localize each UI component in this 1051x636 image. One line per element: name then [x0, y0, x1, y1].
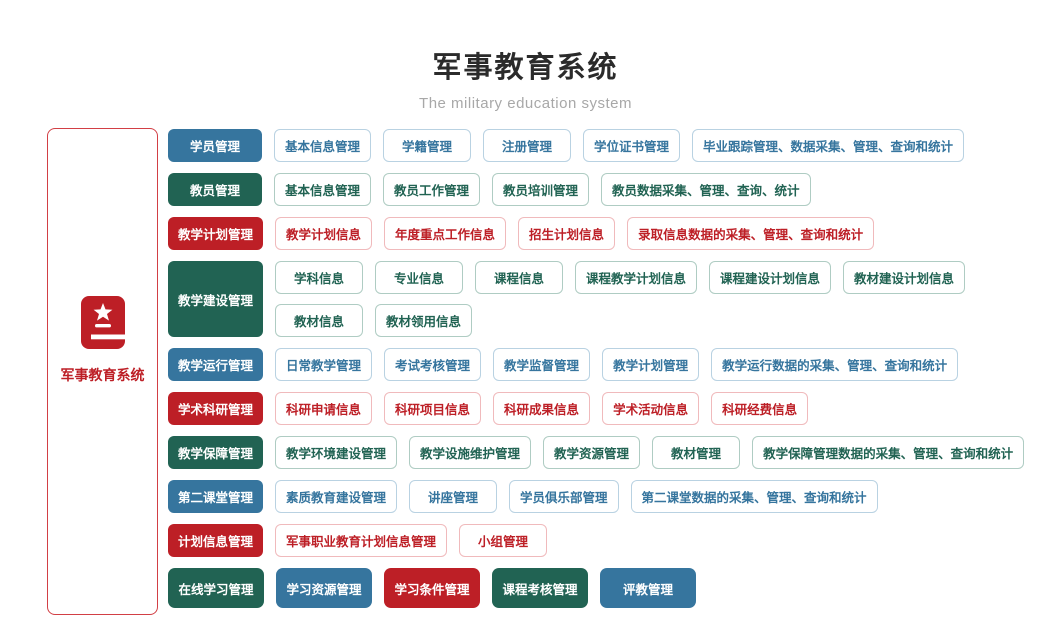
item-second-class-3-button[interactable]: 第二课堂数据的采集、管理、查询和统计: [630, 480, 878, 513]
row-student: 学员管理基本信息管理学籍管理注册管理学位证书管理毕业跟踪管理、数据采集、管理、查…: [168, 129, 1024, 162]
item-construction-0-5-button[interactable]: 教材建设计划信息: [843, 261, 966, 294]
item-faculty-0-button[interactable]: 基本信息管理: [274, 173, 372, 206]
rows: 学员管理基本信息管理学籍管理注册管理学位证书管理毕业跟踪管理、数据采集、管理、查…: [168, 129, 1025, 619]
row-construction: 教学建设管理学科信息专业信息课程信息课程教学计划信息课程建设计划信息教材建设计划…: [168, 261, 1024, 337]
item-construction-1-1-button[interactable]: 教材领用信息: [375, 304, 473, 337]
item-plan-info-0-button[interactable]: 军事职业教育计划信息管理: [275, 524, 448, 557]
system-root-content: 军事教育系统: [61, 296, 145, 385]
category-plan-info-button[interactable]: 计划信息管理: [168, 524, 264, 557]
category-online-learning-button[interactable]: 在线学习管理: [168, 568, 264, 608]
item-faculty-2-button[interactable]: 教员培训管理: [492, 173, 590, 206]
category-student-button[interactable]: 学员管理: [168, 129, 262, 162]
item-operation-2-button[interactable]: 教学监督管理: [493, 348, 591, 381]
item-construction-0-2-button[interactable]: 课程信息: [475, 261, 564, 294]
category-second-class-button[interactable]: 第二课堂管理: [168, 480, 264, 513]
item-second-class-1-button[interactable]: 讲座管理: [409, 480, 498, 513]
item-student-2-button[interactable]: 注册管理: [483, 129, 572, 162]
item-online-learning-0-button[interactable]: 学习资源管理: [276, 568, 372, 608]
item-support-3-button[interactable]: 教材管理: [652, 436, 741, 469]
category-faculty-button[interactable]: 教员管理: [168, 173, 262, 206]
item-online-learning-3-button[interactable]: 评教管理: [600, 568, 696, 608]
item-online-learning-1-button[interactable]: 学习条件管理: [384, 568, 480, 608]
item-construction-0-0-button[interactable]: 学科信息: [275, 261, 364, 294]
item-support-1-button[interactable]: 教学设施维护管理: [409, 436, 532, 469]
item-operation-0-button[interactable]: 日常教学管理: [275, 348, 373, 381]
system-root-label: 军事教育系统: [60, 367, 145, 383]
item-online-learning-2-button[interactable]: 课程考核管理: [492, 568, 588, 608]
category-support-button[interactable]: 教学保障管理: [168, 436, 264, 469]
item-teaching-plan-0-button[interactable]: 教学计划信息: [275, 217, 373, 250]
item-second-class-0-button[interactable]: 素质教育建设管理: [275, 480, 398, 513]
item-construction-0-4-button[interactable]: 课程建设计划信息: [709, 261, 832, 294]
category-operation-button[interactable]: 教学运行管理: [168, 348, 264, 381]
item-construction-1-0-button[interactable]: 教材信息: [275, 304, 364, 337]
category-teaching-plan-button[interactable]: 教学计划管理: [168, 217, 264, 250]
item-research-4-button[interactable]: 科研经费信息: [711, 392, 809, 425]
item-research-2-button[interactable]: 科研成果信息: [493, 392, 591, 425]
item-support-4-button[interactable]: 教学保障管理数据的采集、管理、查询和统计: [752, 436, 1025, 469]
row-research: 学术科研管理科研申请信息科研项目信息科研成果信息学术活动信息科研经费信息: [168, 392, 1024, 425]
page-title: 军事教育系统: [432, 52, 619, 84]
item-lines: 学科信息专业信息课程信息课程教学计划信息课程建设计划信息教材建设计划信息教材信息…: [275, 261, 966, 337]
item-second-class-2-button[interactable]: 学员俱乐部管理: [509, 480, 619, 513]
row-faculty: 教员管理基本信息管理教员工作管理教员培训管理教员数据采集、管理、查询、统计: [168, 173, 1024, 206]
item-student-3-button[interactable]: 学位证书管理: [583, 129, 681, 162]
item-student-0-button[interactable]: 基本信息管理: [274, 129, 372, 162]
item-teaching-plan-3-button[interactable]: 录取信息数据的采集、管理、查询和统计: [627, 217, 875, 250]
item-support-0-button[interactable]: 教学环境建设管理: [275, 436, 398, 469]
row-plan-info: 计划信息管理军事职业教育计划信息管理小组管理: [168, 524, 1024, 557]
item-support-2-button[interactable]: 教学资源管理: [543, 436, 641, 469]
item-faculty-3-button[interactable]: 教员数据采集、管理、查询、统计: [601, 173, 811, 206]
category-research-button[interactable]: 学术科研管理: [168, 392, 264, 425]
row-teaching-plan: 教学计划管理教学计划信息年度重点工作信息招生计划信息录取信息数据的采集、管理、查…: [168, 217, 1024, 250]
item-construction-0-1-button[interactable]: 专业信息: [375, 261, 464, 294]
item-construction-0-3-button[interactable]: 课程教学计划信息: [575, 261, 698, 294]
item-research-1-button[interactable]: 科研项目信息: [384, 392, 482, 425]
item-plan-info-1-button[interactable]: 小组管理: [459, 524, 548, 557]
item-operation-1-button[interactable]: 考试考核管理: [384, 348, 482, 381]
item-operation-3-button[interactable]: 教学计划管理: [602, 348, 700, 381]
item-research-3-button[interactable]: 学术活动信息: [602, 392, 700, 425]
system-root-node[interactable]: 军事教育系统: [47, 128, 158, 615]
item-teaching-plan-1-button[interactable]: 年度重点工作信息: [384, 217, 507, 250]
item-operation-4-button[interactable]: 教学运行数据的采集、管理、查询和统计: [711, 348, 959, 381]
item-line-0: 学科信息专业信息课程信息课程教学计划信息课程建设计划信息教材建设计划信息: [275, 261, 966, 294]
item-student-4-button[interactable]: 毕业跟踪管理、数据采集、管理、查询和统计: [692, 129, 965, 162]
item-faculty-1-button[interactable]: 教员工作管理: [383, 173, 481, 206]
row-online-learning: 在线学习管理学习资源管理学习条件管理课程考核管理评教管理: [168, 568, 1024, 608]
category-construction-button[interactable]: 教学建设管理: [168, 261, 264, 337]
row-support: 教学保障管理教学环境建设管理教学设施维护管理教学资源管理教材管理教学保障管理数据…: [168, 436, 1025, 469]
book-star-icon: [79, 296, 127, 355]
row-second-class: 第二课堂管理素质教育建设管理讲座管理学员俱乐部管理第二课堂数据的采集、管理、查询…: [168, 480, 1024, 513]
page-header: 军事教育系统 The military education system: [0, 44, 1051, 112]
item-teaching-plan-2-button[interactable]: 招生计划信息: [518, 217, 616, 250]
item-line-1: 教材信息教材领用信息: [275, 304, 965, 337]
page-subtitle: The military education system: [419, 95, 632, 112]
item-research-0-button[interactable]: 科研申请信息: [275, 392, 373, 425]
row-operation: 教学运行管理日常教学管理考试考核管理教学监督管理教学计划管理教学运行数据的采集、…: [168, 348, 1024, 381]
item-student-1-button[interactable]: 学籍管理: [383, 129, 472, 162]
